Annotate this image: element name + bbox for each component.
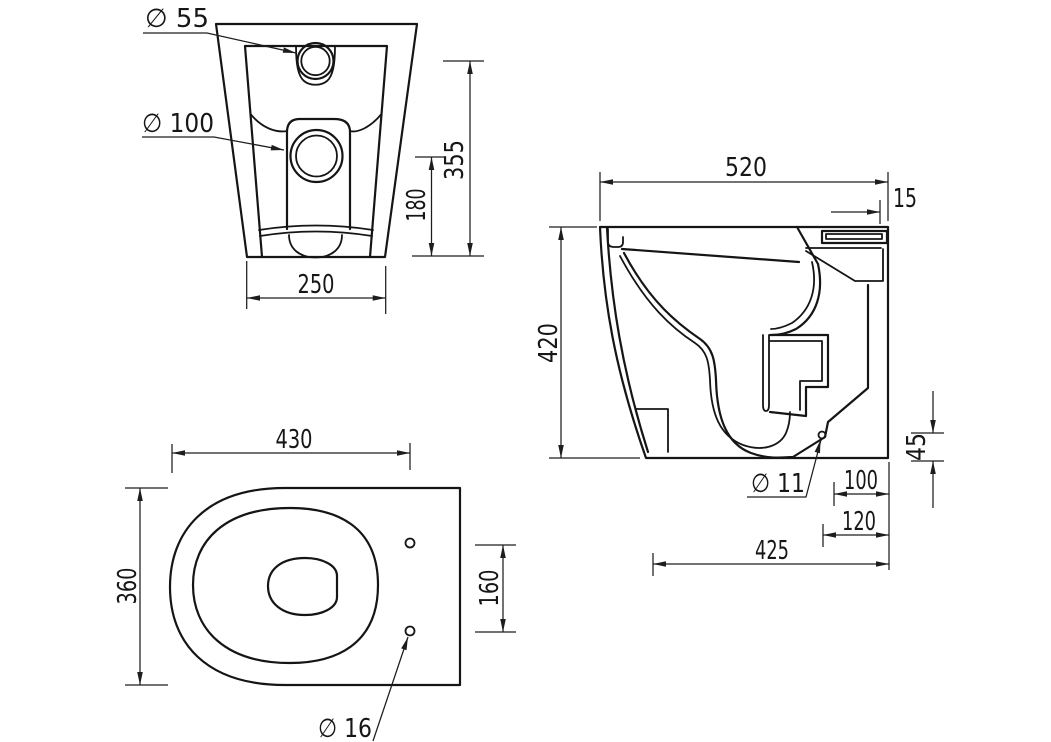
leader-dia-55: ∅ 55 xyxy=(143,4,297,54)
label-dia-11: ∅ 11 xyxy=(751,469,805,499)
leader-dia-100: ∅ 100 xyxy=(142,109,285,151)
dim-15: 15 xyxy=(831,184,917,224)
trap-weir xyxy=(762,334,770,412)
dim-45: 45 xyxy=(902,391,944,508)
small-hole-inner xyxy=(300,45,331,77)
top-view: 430 360 160 ∅ 16 xyxy=(113,425,516,742)
small-hole-outer xyxy=(296,41,335,81)
leader-dia-11: ∅ 11 xyxy=(747,439,822,499)
large-hole-outer xyxy=(289,128,344,184)
label-dia-100: ∅ 100 xyxy=(142,109,214,139)
label-dia-55: ∅ 55 xyxy=(145,4,209,34)
rim-water-line xyxy=(620,247,801,264)
rear-pocket xyxy=(285,117,352,231)
dim-425: 425 xyxy=(652,536,889,576)
bowl-opening xyxy=(266,556,339,617)
dim-430: 430 xyxy=(171,425,411,473)
fixing-hole-top-b xyxy=(404,625,416,637)
bowl-wall-outer xyxy=(622,251,870,459)
leader-arrowhead xyxy=(282,47,296,53)
dim-420: 420 xyxy=(534,226,640,459)
dim-355-text: 355 xyxy=(440,140,470,180)
side-foot-step xyxy=(635,408,669,453)
fixing-hole-top-a xyxy=(404,537,416,549)
rear-small-hole-collar xyxy=(295,45,336,86)
dim-120: 120 xyxy=(822,507,889,547)
rim-rear-slope xyxy=(795,225,820,266)
spigot-bar-outer xyxy=(820,229,889,245)
leader-arrowhead xyxy=(270,144,284,151)
bowl-rear-wall-inner xyxy=(770,261,815,330)
dim-180: 180 xyxy=(402,156,446,256)
fixing-hole-side xyxy=(817,430,827,440)
rim-channel xyxy=(607,228,624,248)
dim-420-text: 420 xyxy=(534,323,564,363)
dim-45-text: 45 xyxy=(902,433,932,461)
rear-foot-bump xyxy=(288,234,343,259)
label-dia-16: ∅ 16 xyxy=(318,714,372,742)
dim-360-text: 360 xyxy=(113,568,143,605)
dim-15-text: 15 xyxy=(893,184,917,214)
leader-dia-16: ∅ 16 xyxy=(318,636,409,742)
dim-160-text: 160 xyxy=(475,570,505,607)
dim-120-text: 120 xyxy=(842,507,876,537)
dim-250-text: 250 xyxy=(298,270,335,300)
top-outer-profile xyxy=(168,486,462,687)
side-view: 520 15 420 ∅ 11 100 xyxy=(534,153,944,576)
large-hole-inner xyxy=(295,134,338,178)
seat-ring xyxy=(191,506,380,665)
rear-view: ∅ 55 ∅ 100 355 180 250 xyxy=(142,4,484,314)
bowl-wall-inner xyxy=(619,255,791,449)
trapway-outer xyxy=(768,333,830,418)
rear-outer-profile xyxy=(214,22,419,259)
dim-520-text: 520 xyxy=(725,153,767,183)
dim-425-text: 425 xyxy=(755,536,789,566)
dim-100: 100 xyxy=(833,462,890,570)
dim-160: 160 xyxy=(475,544,516,633)
dim-520: 520 xyxy=(599,153,889,221)
side-outer-profile xyxy=(598,225,890,460)
rear-band-top xyxy=(258,224,374,231)
dim-250: 250 xyxy=(246,261,387,314)
rear-shoulder-left xyxy=(249,113,288,133)
bowl-rear-wall-outer xyxy=(770,262,822,337)
rear-shoulder-right xyxy=(349,113,383,133)
dim-430-text: 430 xyxy=(276,425,313,455)
dim-360: 360 xyxy=(113,487,168,686)
dim-355: 355 xyxy=(412,60,484,257)
spigot-funnel xyxy=(805,247,884,282)
dim-180-text: 180 xyxy=(402,189,432,222)
dim-100-text: 100 xyxy=(844,466,878,496)
rear-band-bottom xyxy=(259,230,373,237)
spigot-bar-inner xyxy=(825,233,883,240)
side-inner-wall xyxy=(605,226,650,454)
trapway-inner xyxy=(769,340,823,411)
